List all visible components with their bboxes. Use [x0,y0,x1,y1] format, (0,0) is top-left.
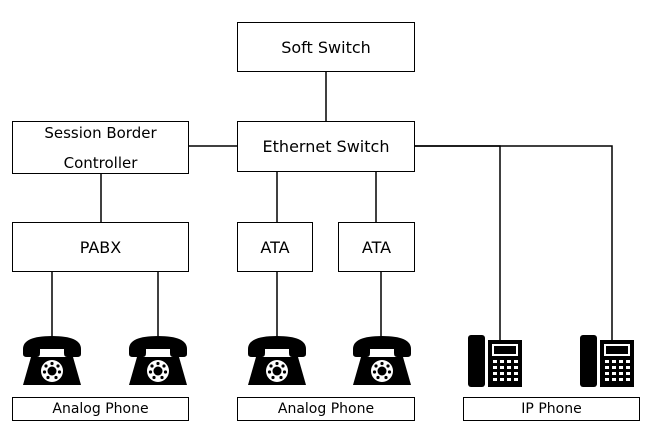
connection-lines [51,72,613,340]
pabx-box: PABX [12,222,189,272]
link-ethernet-ipphone1 [415,145,501,340]
analog-telephone-icon [129,336,187,385]
analog-phone-group-label-2: Analog Phone [237,397,415,421]
analog-telephone-icon [248,336,306,385]
sbc-label-line1: Session Border [44,123,157,142]
session-border-controller-box: Session Border Controller [12,121,189,174]
ata-box-1: ATA [237,222,313,272]
ata-label-2: ATA [361,237,392,257]
ata-label-1: ATA [260,237,290,257]
pabx-label: PABX [79,237,122,257]
ip-phone-caption: IP Phone [521,401,582,417]
analog-phone-group-label-1: Analog Phone [12,397,189,421]
analog-phone-caption-1: Analog Phone [52,401,149,417]
ata-box-2: ATA [338,222,415,272]
soft-switch-box: Soft Switch [237,22,415,72]
analog-phone-caption-2: Analog Phone [277,401,375,417]
ethernet-switch-label: Ethernet Switch [262,137,390,156]
ip-desk-phone-icon [580,335,634,387]
analog-telephone-icon [23,336,81,385]
analog-telephone-icon [353,336,411,385]
link-ethernet-ipphone2 [415,145,613,340]
ip-phone-group-label: IP Phone [463,397,640,421]
soft-switch-label: Soft Switch [281,37,371,57]
sbc-label-line2: Controller [63,153,138,172]
ip-desk-phone-icon [468,335,522,387]
ethernet-switch-box: Ethernet Switch [237,121,415,172]
